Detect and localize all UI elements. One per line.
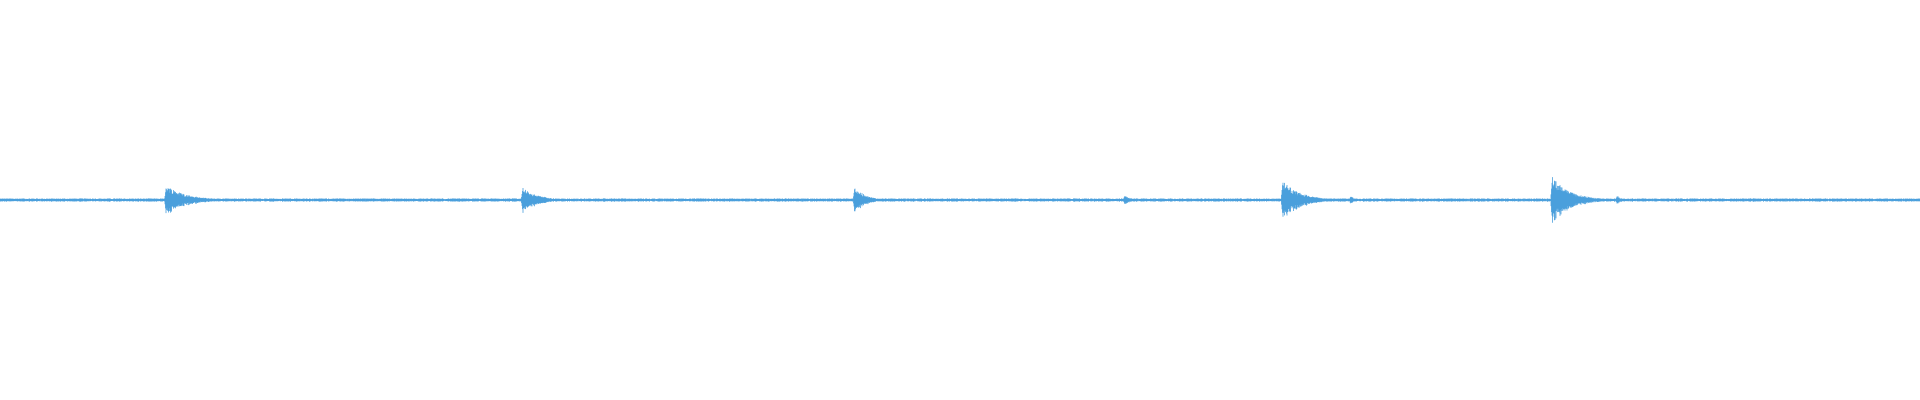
waveform-trace <box>0 177 1920 223</box>
